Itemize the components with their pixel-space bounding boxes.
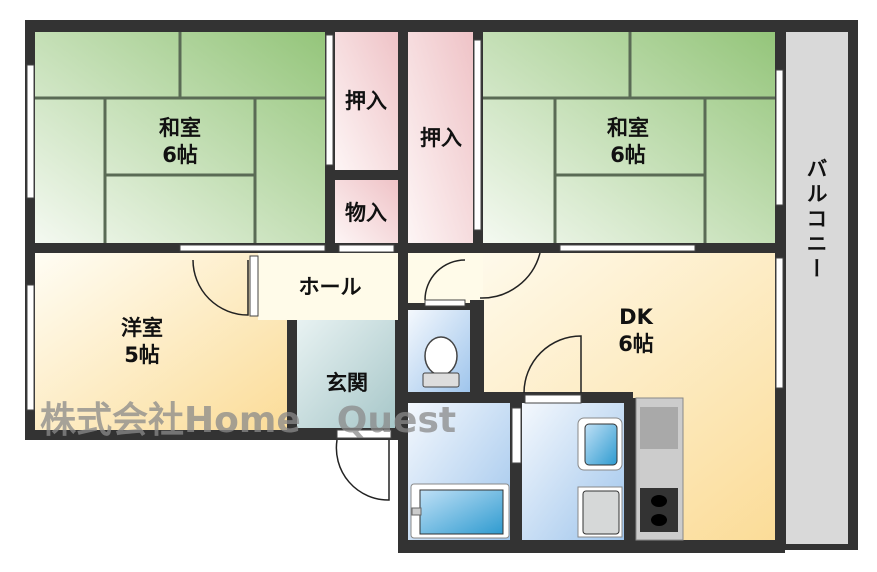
door[interactable] xyxy=(336,429,392,439)
youshitsu-label: 洋室 xyxy=(121,316,163,340)
hall-floor xyxy=(258,253,398,320)
genkan-floor xyxy=(297,320,395,428)
sliding-door[interactable] xyxy=(473,39,482,231)
monoire-floor xyxy=(335,180,398,243)
faucet-icon xyxy=(411,507,422,516)
washitsu-left-size: 6帖 xyxy=(162,143,198,167)
wall xyxy=(398,540,783,553)
washing-machine-pan xyxy=(582,490,620,535)
tatami-lines xyxy=(483,32,775,243)
door-swing[interactable] xyxy=(424,259,466,301)
hall-floor xyxy=(408,253,483,303)
door[interactable] xyxy=(338,244,395,253)
window[interactable] xyxy=(775,257,784,389)
washitsu-right-label: 和室 xyxy=(607,116,649,140)
tatami-lines xyxy=(35,32,325,243)
toilet-tank xyxy=(422,372,460,388)
window[interactable] xyxy=(26,64,35,199)
folding-door[interactable] xyxy=(511,407,522,464)
sink-icon xyxy=(640,407,678,449)
oshiire-2-label: 押入 xyxy=(420,126,462,150)
dk-size: 6帖 xyxy=(618,332,654,356)
monoire-label: 物入 xyxy=(345,201,387,225)
door[interactable] xyxy=(424,299,466,307)
genkan-label: 玄関 xyxy=(326,371,368,395)
balcony-label: バルコニー xyxy=(804,158,828,283)
wall xyxy=(398,300,408,553)
sliding-door[interactable] xyxy=(325,34,334,166)
toilet-icon xyxy=(424,336,458,376)
window[interactable] xyxy=(775,69,784,206)
dk-label: DK xyxy=(619,305,653,329)
oshiire-1-label: 押入 xyxy=(345,89,387,113)
washitsu-left-label: 和室 xyxy=(159,116,201,140)
youshitsu-size: 5帖 xyxy=(124,343,160,367)
sliding-door[interactable] xyxy=(559,244,696,252)
burner-icon xyxy=(651,514,667,526)
wall xyxy=(398,392,633,403)
burner-icon xyxy=(651,495,667,507)
washitsu-right-size: 6帖 xyxy=(610,143,646,167)
bathtub-water xyxy=(419,489,504,535)
sliding-door[interactable] xyxy=(179,244,326,252)
door[interactable] xyxy=(249,255,259,317)
wall xyxy=(470,300,484,395)
door-swing[interactable] xyxy=(479,252,541,299)
oshiire-1-floor xyxy=(335,32,398,170)
watermark: 株式会社Home Quest xyxy=(40,400,456,441)
door[interactable] xyxy=(524,394,582,404)
youshitsu-floor xyxy=(35,253,287,430)
oshiire-2-floor xyxy=(408,32,473,243)
entrance-door[interactable] xyxy=(335,439,390,501)
door-swing[interactable] xyxy=(192,259,249,316)
balcony xyxy=(786,32,848,544)
wall xyxy=(624,393,633,540)
washbasin-bowl xyxy=(584,423,618,466)
window[interactable] xyxy=(26,284,35,411)
door-swing[interactable] xyxy=(523,335,582,394)
hall-label: ホール xyxy=(299,275,362,299)
